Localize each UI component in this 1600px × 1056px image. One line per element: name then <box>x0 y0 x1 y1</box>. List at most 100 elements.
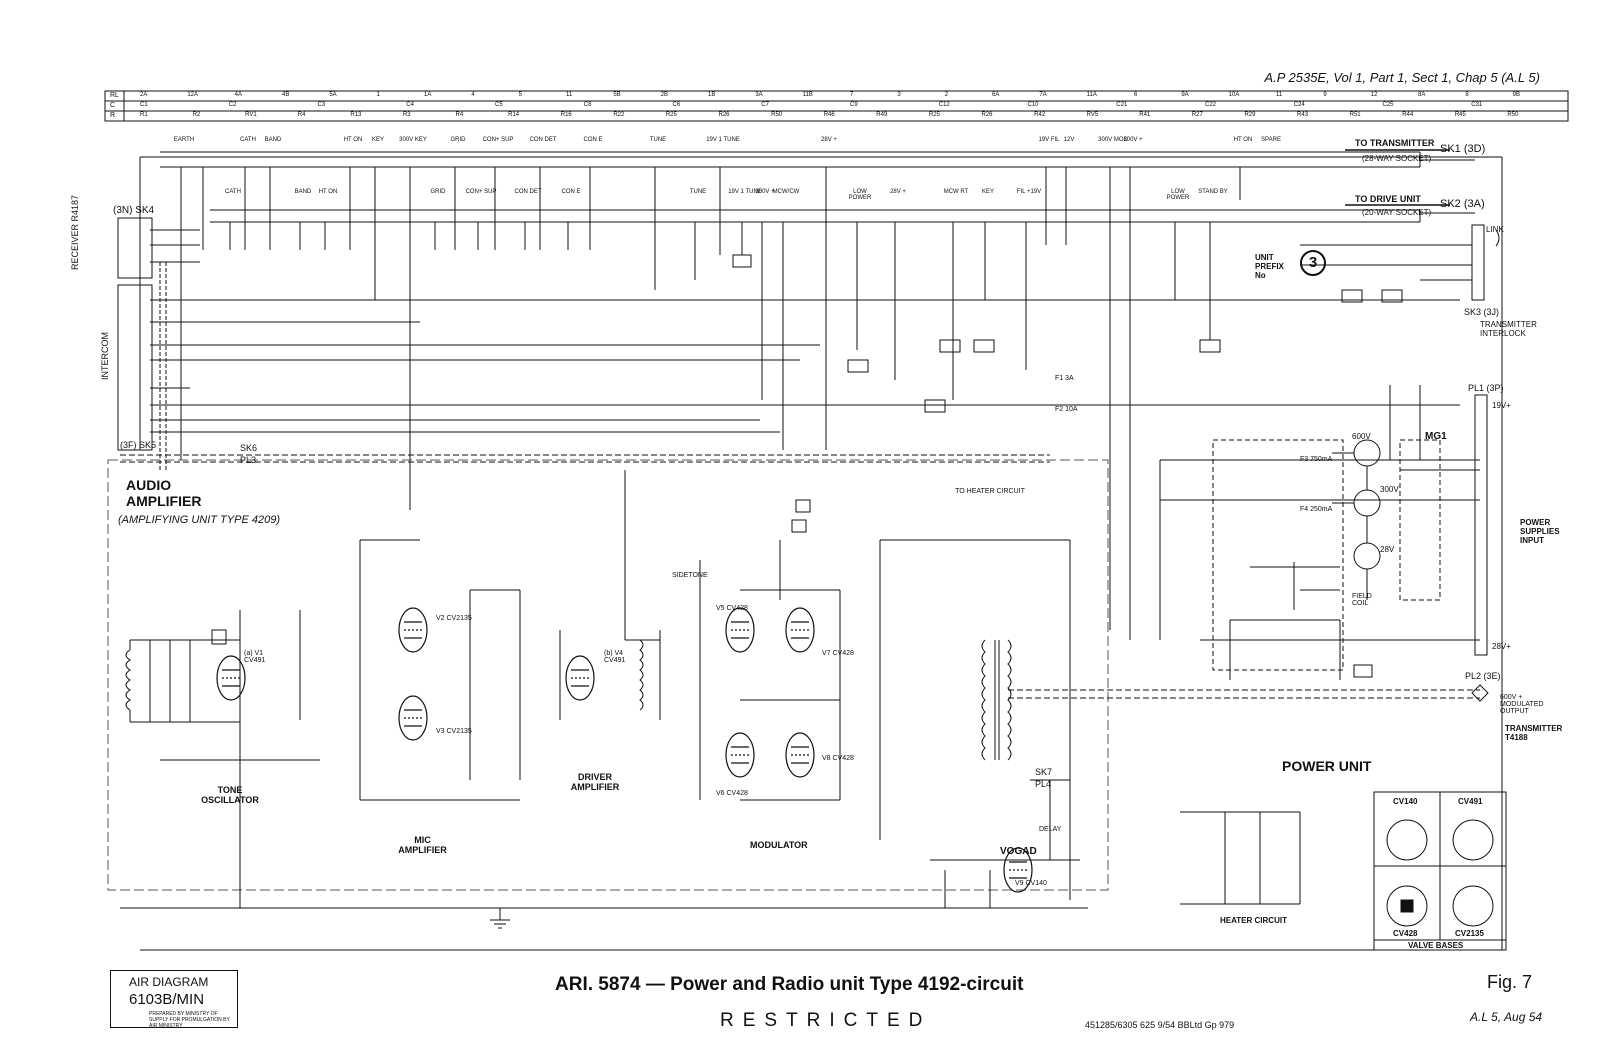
ref-table-entry: R51 <box>1349 112 1361 118</box>
sk1-pin-label: TUNE <box>649 137 667 143</box>
fuse-f2: F2 10A <box>1055 406 1078 413</box>
stamp-line-2: 6103B/MIN <box>129 991 205 1008</box>
ref-table-entry: R3 <box>402 112 411 118</box>
fuse-f4: F4 250mA <box>1300 506 1333 513</box>
sk1-pin-label: GRID <box>450 137 466 143</box>
ref-table-entry: 2 <box>944 92 948 98</box>
pl4-label: PL4 <box>1035 779 1052 789</box>
ref-table-entry: 11 <box>1276 92 1283 98</box>
ref-table-entry: C9 <box>850 102 858 108</box>
ref-table-entry: C12 <box>938 102 950 108</box>
unit-prefix-number: 3 <box>1300 250 1326 276</box>
transmitter-output-label: TRANSMITTER T4188 <box>1505 724 1563 742</box>
pl2-label: PL2 (3E) <box>1465 671 1501 681</box>
gen-28v-label: 28V <box>1380 545 1395 554</box>
sk2-bus <box>210 204 1475 223</box>
ref-table-entry: R50 <box>771 112 783 118</box>
modulator-circuit <box>699 539 1071 900</box>
sk2-pin-label: CON DET <box>514 189 542 195</box>
ref-table-entry: 2B <box>660 92 668 98</box>
valve-base-cv428: CV428 <box>1393 929 1418 938</box>
ref-table-entry: 10A <box>1228 92 1240 98</box>
sk2-pin-label: HT ON <box>318 189 338 195</box>
ref-table-entry: R46 <box>823 112 835 118</box>
heater-circuit <box>1180 811 1301 905</box>
modulator-label: MODULATOR <box>750 840 808 850</box>
ref-table-entry: 5A <box>329 92 337 98</box>
ref-table-entry: R29 <box>1244 112 1256 118</box>
gen-300v-label: 300V <box>1380 485 1399 494</box>
ref-table-entry: C1 <box>140 102 148 108</box>
sk1-pin-label: 300V KEY <box>399 137 427 143</box>
heater-circuit-ref: TO HEATER CIRCUIT <box>955 488 1025 495</box>
sk1-pin-label: CON+ SUP <box>482 137 514 143</box>
audio-amplifier-subtitle: (AMPLIFYING UNIT TYPE 4209) <box>118 514 280 526</box>
fuse-f3: F3 750mA <box>1300 456 1333 463</box>
valve-v4-envelope <box>565 655 595 701</box>
ref-table-row-label: C <box>110 102 116 109</box>
ground-rail <box>120 907 1088 929</box>
ref-table-entry: C8 <box>583 102 592 108</box>
ref-table-entry: R50 <box>1507 112 1519 118</box>
sk5-label: (3F) SK5 <box>120 440 157 450</box>
ref-table-entry: 4B <box>282 92 290 98</box>
sk1-pin-label: EARTH <box>173 137 195 143</box>
ref-table-entry: R22 <box>613 112 625 118</box>
sk2-pin-label: 28V + <box>890 189 906 195</box>
ref-table-entry: 5 <box>518 92 522 98</box>
ref-table-entry: 4A <box>234 92 242 98</box>
sk2-destination: TO DRIVE UNIT <box>1355 194 1421 204</box>
ref-table-entry: C21 <box>1116 102 1128 108</box>
valve-v4-label: (b) V4 CV491 <box>604 650 626 664</box>
ref-table-entry: C22 <box>1205 102 1217 108</box>
ref-table-entry: 9B <box>1512 92 1520 98</box>
sk1-pin-label: CON DET <box>529 137 557 143</box>
sk2-pin-label: GRID <box>430 189 446 195</box>
relay-coils <box>732 254 1403 678</box>
sk6-label: SK6 <box>240 443 258 453</box>
sk2-pin-label: CON E <box>561 189 581 195</box>
sk2-pin-label: MCW RT <box>943 189 969 195</box>
audio-amplifier-title: AUDIO AMPLIFIER <box>126 477 202 509</box>
ref-table-entry: R49 <box>876 112 888 118</box>
tone-oscillator-circuit <box>125 610 320 908</box>
sk2-pin-label: STAND BY <box>1198 189 1228 195</box>
valve-v1-envelope <box>216 655 246 701</box>
vogad-circuit <box>930 779 1080 908</box>
sidetone-label: SIDETONE <box>672 572 708 579</box>
sk2-pin-label: CATH <box>225 189 241 195</box>
ref-table-entry: R13 <box>350 112 362 118</box>
mic-amplifier-circuit <box>299 539 521 801</box>
ref-table-entry: R1 <box>140 112 148 118</box>
pl3-label: PL3 <box>240 455 257 465</box>
driver-amplifier-circuit <box>559 470 661 720</box>
19v-terminal-label: 19V+ <box>1492 401 1511 410</box>
sk1-pin-label: HT ON <box>343 137 363 143</box>
field-coil-label: FIELD COIL <box>1352 593 1372 607</box>
valve-v6-label: V6 CV428 <box>716 790 748 797</box>
sk3-destination: TRANSMITTER INTERLOCK <box>1480 320 1537 338</box>
ref-table-entry: R43 <box>1297 112 1309 118</box>
delay-label: DELAY <box>1039 826 1062 833</box>
air-diagram-stamp: AIR DIAGRAM 6103B/MIN PREPARED BY MINIST… <box>110 970 238 1029</box>
ref-table-entry: R27 <box>1191 112 1203 118</box>
sk6-pl3-connector <box>120 454 1050 463</box>
ref-table-entry: C2 <box>228 102 237 108</box>
ref-table-entry: 2A <box>140 92 148 98</box>
ref-table-entry: 11A <box>1086 92 1097 98</box>
sk2-pin-label: BAND <box>294 189 312 195</box>
sk3-interlock <box>1300 224 1500 301</box>
valve-bases-table <box>1373 791 1507 951</box>
sk1-pin-label: 28V + <box>821 137 837 143</box>
pl1-connector <box>1474 394 1488 656</box>
ref-table-entry: 6A <box>992 92 1000 98</box>
ref-table-entry: 6 <box>1134 92 1138 98</box>
ref-table-entry: R25 <box>928 112 940 118</box>
sk2-pin-label: MCW/CW <box>772 189 800 195</box>
sk2-pin-label: 300V + <box>755 189 775 195</box>
ref-table-entry: R4 <box>455 112 464 118</box>
ref-table-entry: 3A <box>755 92 763 98</box>
valve-v1-label: (a) V1 CV491 <box>244 650 266 664</box>
valve-v5-label: V5 CV428 <box>716 605 748 612</box>
